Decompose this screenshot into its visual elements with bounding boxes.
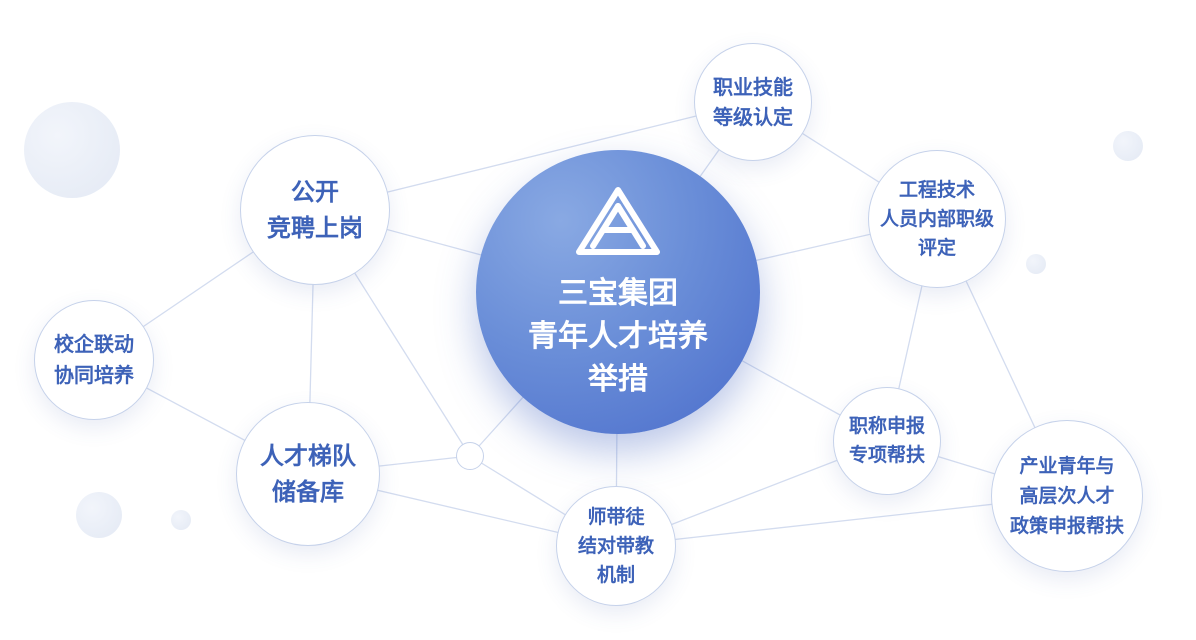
node-label: 工程技术 — [898, 178, 975, 201]
node-label: 评定 — [917, 236, 956, 259]
node-label: 专项帮扶 — [848, 444, 925, 466]
node-label: 政策申报帮扶 — [1009, 515, 1124, 537]
node-label: 协同培养 — [54, 363, 134, 387]
decor-bubble-medium — [76, 492, 122, 538]
hub-title-line: 举措 — [588, 361, 648, 397]
hub-title-line: 三宝集团 — [558, 275, 678, 311]
node-label: 等级认定 — [713, 105, 793, 129]
node-talent-pool: 人才梯队 储备库 — [236, 402, 380, 546]
hub-title-line: 青年人才培养 — [528, 318, 708, 354]
decor-bubble-small — [171, 510, 191, 530]
node-label: 公开 — [291, 178, 339, 206]
node-mentorship: 师带徒 结对带教 机制 — [556, 486, 676, 606]
node-label: 人才梯队 — [260, 442, 356, 470]
decor-bubble-large — [24, 102, 120, 198]
node-label: 校企联动 — [54, 332, 134, 356]
node-label: 职称申报 — [848, 415, 925, 437]
node-open-competition: 公开 竞聘上岗 — [240, 135, 390, 285]
decor-bubble-right-small — [1026, 254, 1046, 274]
node-label: 职业技能 — [713, 75, 793, 99]
node-school-enterprise: 校企联动 协同培养 — [34, 300, 154, 420]
node-label: 结对带教 — [577, 534, 654, 557]
node-label: 产业青年与 — [1019, 455, 1115, 477]
node-label: 竞聘上岗 — [267, 214, 363, 242]
node-title-application: 职称申报 专项帮扶 — [833, 387, 941, 495]
node-label: 师带徒 — [587, 505, 645, 528]
node-label: 高层次人才 — [1019, 485, 1115, 507]
node-engineering-rank: 工程技术 人员内部职级 评定 — [868, 150, 1006, 288]
node-industry-youth: 产业青年与 高层次人才 政策申报帮扶 — [991, 420, 1143, 572]
node-vocational-skills: 职业技能 等级认定 — [694, 43, 812, 161]
triangle-knot-logo-icon — [576, 186, 660, 255]
central-hub: 三宝集团 青年人才培养 举措 — [476, 150, 760, 434]
node-label: 人员内部职级 — [879, 207, 994, 230]
decor-bubble-right — [1113, 131, 1143, 161]
junction-node — [456, 442, 484, 470]
hub-title: 三宝集团 青年人才培养 举措 — [528, 272, 708, 401]
node-label: 机制 — [596, 563, 635, 586]
node-label: 储备库 — [272, 478, 344, 506]
